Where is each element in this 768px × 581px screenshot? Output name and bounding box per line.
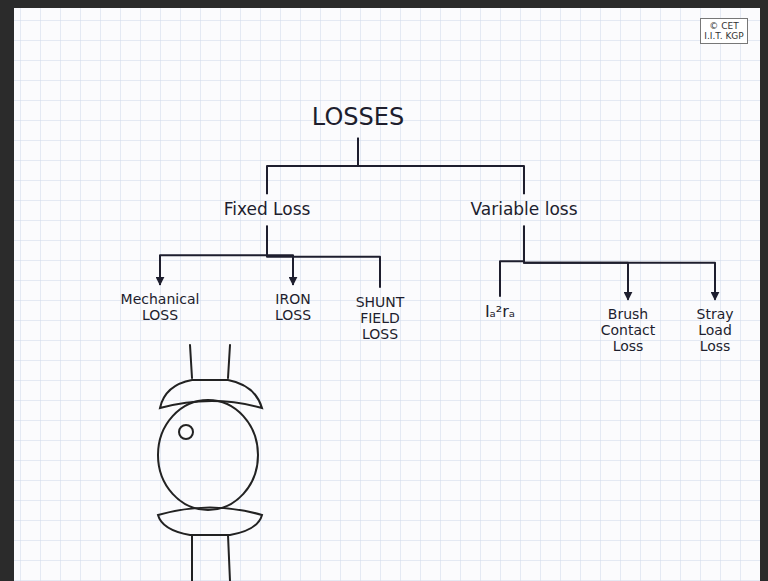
node-text: LOSSES bbox=[312, 104, 404, 132]
small-circle bbox=[179, 425, 193, 439]
tree-connector bbox=[267, 226, 293, 285]
branch-heading: Fixed Loss bbox=[222, 198, 313, 222]
leaf-item: Iₐ²rₐ bbox=[483, 301, 517, 323]
node-text: I.I.T. KGP bbox=[704, 31, 744, 41]
tree-connector bbox=[267, 138, 358, 194]
paper-sheet bbox=[14, 8, 760, 581]
shaft-line bbox=[228, 535, 230, 581]
node-text: Iₐ²rₐ bbox=[485, 303, 515, 321]
shaft-line bbox=[191, 535, 193, 581]
shaft-line bbox=[190, 345, 192, 378]
leaf-item: Stray Load Loss bbox=[685, 304, 745, 356]
bearing-sketch bbox=[158, 345, 262, 581]
bearing-housing bbox=[158, 508, 262, 536]
node-text: Brush Contact Loss bbox=[592, 306, 664, 354]
leaf-item: IRON LOSS bbox=[265, 289, 321, 325]
node-text: Variable loss bbox=[470, 200, 577, 220]
bearing-housing bbox=[160, 380, 262, 408]
branch-heading: Variable loss bbox=[468, 198, 579, 222]
tree-connector bbox=[358, 138, 524, 194]
node-text: Fixed Loss bbox=[224, 200, 311, 220]
tree-connector bbox=[160, 226, 267, 285]
node-text: Mechanical LOSS bbox=[114, 291, 206, 323]
tree-connector bbox=[524, 226, 715, 300]
leaf-item: Brush Contact Loss bbox=[590, 304, 666, 356]
tree-connector bbox=[267, 226, 380, 288]
watermark-box: © CETI.I.T. KGP bbox=[700, 18, 748, 45]
leaf-item: Mechanical LOSS bbox=[112, 289, 208, 325]
grid-lines bbox=[14, 8, 760, 581]
node-text: Stray Load Loss bbox=[687, 306, 743, 354]
tree-connector bbox=[500, 226, 524, 297]
leaf-item: SHUNT FIELD LOSS bbox=[345, 292, 415, 344]
node-text: SHUNT FIELD LOSS bbox=[347, 294, 413, 342]
bearing-ball bbox=[158, 400, 258, 510]
shaft-line bbox=[228, 345, 230, 378]
root-heading: LOSSES bbox=[310, 102, 406, 134]
node-text: IRON LOSS bbox=[267, 291, 319, 323]
node-text: © CET bbox=[704, 21, 744, 31]
